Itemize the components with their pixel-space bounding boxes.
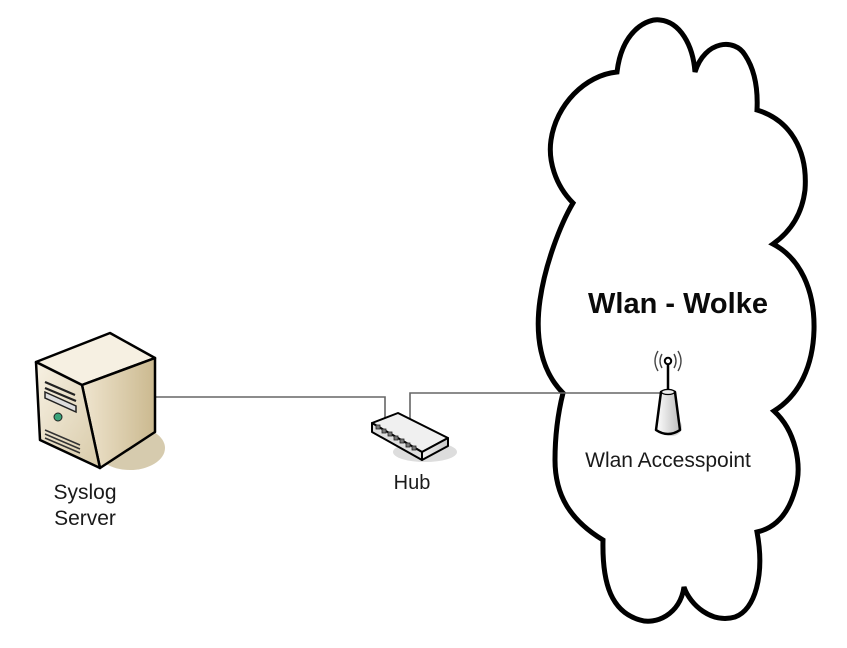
connection-server-hub bbox=[155, 397, 385, 422]
server-label: Syslog Server bbox=[30, 480, 140, 532]
network-hub-icon[interactable] bbox=[372, 413, 457, 462]
access-point-label: Wlan Accesspoint bbox=[548, 449, 788, 473]
server-label-line1: Syslog bbox=[30, 480, 140, 506]
cloud-title: Wlan - Wolke bbox=[548, 288, 808, 321]
server-label-line2: Server bbox=[30, 506, 140, 532]
server-tower-icon[interactable] bbox=[36, 333, 165, 470]
hub-label: Hub bbox=[372, 472, 452, 495]
